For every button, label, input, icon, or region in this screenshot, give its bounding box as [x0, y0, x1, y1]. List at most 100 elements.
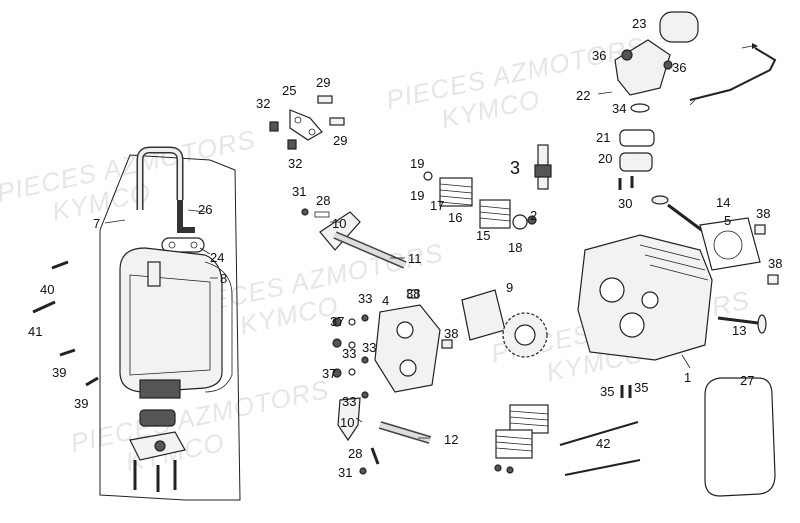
group-outline [99, 154, 241, 501]
stud [329, 117, 345, 126]
part-label: 39 [74, 396, 88, 411]
part-label: 32 [288, 156, 302, 171]
part-label: 36 [592, 48, 606, 63]
rocker-holder [332, 289, 453, 399]
part-label: 10 [332, 216, 346, 231]
part-label: 30 [618, 196, 632, 211]
gasket-hole [190, 241, 198, 249]
part-label: 38 [768, 256, 782, 271]
part-label: 20 [598, 151, 612, 166]
nut [287, 139, 297, 150]
part-label: 29 [316, 75, 330, 90]
part-label: 32 [256, 96, 270, 111]
part-label: 26 [198, 202, 212, 217]
part-label: 24 [210, 250, 224, 265]
part-label: 36 [672, 60, 686, 75]
part-label: 3 [510, 158, 520, 178]
part-label: 33 [358, 291, 372, 306]
part-label: 33 [362, 340, 376, 355]
part-labels: 1 2 3 4 5 7 8 9 10 10 11 12 13 14 15 16 … [28, 16, 782, 480]
arrow [741, 45, 753, 49]
breather-pipe-inner [138, 148, 182, 210]
valve-springs [423, 171, 549, 474]
head-gasket [699, 217, 761, 271]
holder-body [374, 304, 441, 393]
part-label: 25 [282, 83, 296, 98]
head-cover-boss [139, 379, 181, 399]
head-cover [119, 247, 223, 393]
bracket-hole [154, 440, 166, 452]
part-label: 17 [430, 198, 444, 213]
part-label: 38 [756, 206, 770, 221]
breather-pipe-end [177, 200, 195, 233]
part-label: 38 [444, 326, 458, 341]
gasket-hole [168, 241, 176, 249]
part-label: 33 [342, 346, 356, 361]
leader-lines [104, 91, 696, 439]
part-label: 19 [410, 188, 424, 203]
part-label: 14 [716, 195, 730, 210]
head-cover-detail [129, 274, 211, 376]
part-label: 7 [93, 216, 100, 231]
part-label: 21 [596, 130, 610, 145]
part-label: 11 [408, 251, 422, 266]
seal [512, 214, 528, 230]
part-label: 33 [342, 394, 356, 409]
part-label: 22 [576, 88, 590, 103]
part-label: 10 [340, 415, 354, 430]
spring-lower-left [495, 429, 533, 459]
cylinder-head-cover-group [99, 146, 241, 501]
rocker-arm-lower [337, 397, 361, 442]
spring-lower-right [509, 404, 549, 434]
camshaft [461, 289, 548, 358]
part-label: 42 [596, 436, 610, 451]
part-label: 31 [292, 184, 306, 199]
part-label: 13 [732, 323, 746, 338]
part-label: 18 [508, 240, 522, 255]
rocker-arm [319, 211, 361, 251]
part-label: 35 [634, 380, 648, 395]
nut [269, 121, 279, 132]
rubber-block [139, 409, 176, 427]
part-label: 28 [316, 193, 330, 208]
part-label: 31 [338, 465, 352, 480]
spring-upper-right [479, 199, 511, 229]
part-label: 27 [740, 373, 754, 388]
part-label: 9 [506, 280, 513, 295]
part-label: 1 [684, 370, 691, 385]
part-label: 16 [448, 210, 462, 225]
part-label: 35 [600, 384, 614, 399]
cylinder-head [577, 195, 779, 361]
part-label: 41 [28, 324, 42, 339]
gasket [161, 237, 205, 253]
intake-parts [618, 129, 655, 190]
part-label: 39 [52, 365, 66, 380]
rocker-assembly [301, 208, 432, 475]
cover-seal [204, 261, 233, 393]
head-cover-stud [147, 261, 161, 287]
part-label: 5 [724, 213, 731, 228]
part-label: 4 [382, 293, 389, 308]
part-label: 8 [220, 271, 227, 286]
cover-gasket [704, 377, 776, 497]
stud-bolts [559, 385, 641, 476]
spark-plug [534, 144, 552, 190]
part-label: 37 [322, 366, 336, 381]
part-label: 12 [444, 432, 458, 447]
reed-valve-group [614, 11, 777, 113]
part-label: 29 [333, 133, 347, 148]
cam-body [461, 289, 506, 341]
side-bolts [32, 260, 99, 387]
part-label: 15 [476, 228, 490, 243]
part-label: 37 [330, 314, 344, 329]
stud [317, 95, 333, 104]
spring-upper-left [439, 177, 473, 207]
part-label: 34 [612, 101, 626, 116]
plate [289, 109, 323, 141]
part-label: 19 [410, 156, 424, 171]
part-label: 40 [40, 282, 54, 297]
arrow-head [752, 43, 758, 49]
part-label: 38 [406, 286, 420, 301]
part-label: 2 [530, 208, 537, 223]
